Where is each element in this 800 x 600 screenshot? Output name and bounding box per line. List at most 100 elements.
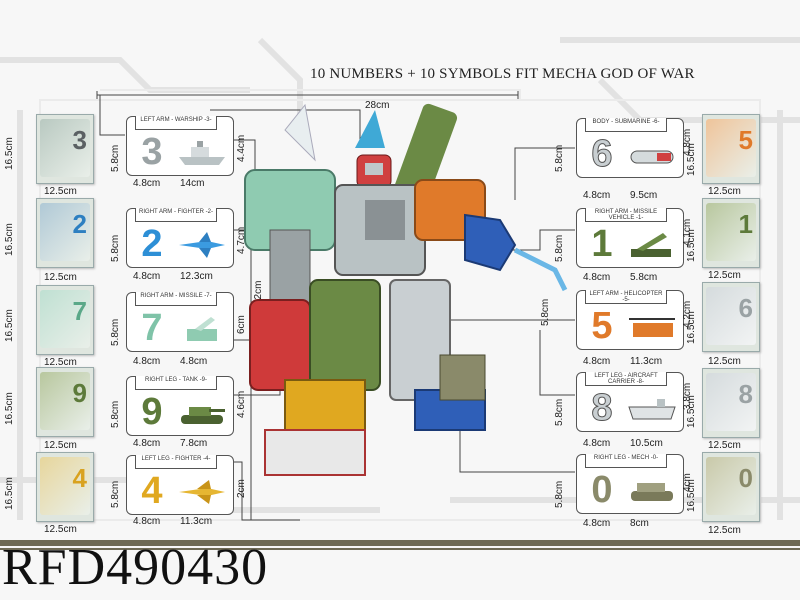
part-label: RIGHT ARM - MISSILE -7- xyxy=(135,292,217,306)
part-label: LEFT ARM - WARSHIP -3- xyxy=(135,116,217,130)
box-art xyxy=(40,203,90,261)
part-card-2: RIGHT ARM - FIGHTER -2- 2 xyxy=(126,208,234,268)
card-height-label: 5.8cm xyxy=(110,144,121,172)
part-digit: 9 xyxy=(141,391,163,433)
vehicle-width-label: 5.8cm xyxy=(630,272,658,283)
vehicle-width-label: 9.5cm xyxy=(630,190,658,201)
box-width-label: 12.5cm xyxy=(44,357,77,368)
submarine-figure xyxy=(630,150,674,164)
robot-right-fist xyxy=(464,213,517,272)
headline: 10 NUMBERS + 10 SYMBOLS FIT MECHA GOD OF… xyxy=(310,66,695,82)
part-card-8: LEFT LEG - AIRCRAFT CARRIER -8- 8 xyxy=(576,372,684,432)
box-art xyxy=(706,457,756,515)
box-height-label: 16.5cm xyxy=(4,477,15,510)
box-height-label: 16.5cm xyxy=(4,223,15,256)
missile-figure xyxy=(187,317,217,341)
robot-left-fist xyxy=(249,299,311,391)
part-label: RIGHT ARM - MISSILE VEHICLE -1- xyxy=(585,208,667,222)
tank-figure xyxy=(181,407,225,424)
box-art xyxy=(706,373,756,431)
aircraft-carrier-figure xyxy=(628,399,676,420)
package-box-2: 2 xyxy=(36,198,94,268)
box-digit: 9 xyxy=(72,378,87,408)
box-art xyxy=(706,119,756,177)
box-height-label: 16.5cm xyxy=(4,137,15,170)
footer-stripe xyxy=(0,540,800,546)
box-width-label: 12.5cm xyxy=(44,186,77,197)
card-height-label: 5.8cm xyxy=(540,298,551,326)
part-label: BODY - SUBMARINE -6- xyxy=(585,118,667,132)
box-width-label: 12.5cm xyxy=(44,272,77,283)
robot-right-knee xyxy=(439,354,486,401)
robot-face xyxy=(365,163,383,175)
box-width-label: 12.5cm xyxy=(44,524,77,535)
part-card-4: LEFT LEG - FIGHTER -4- 4 xyxy=(126,455,234,515)
robot-chest xyxy=(365,200,405,240)
part-label: LEFT LEG - FIGHTER -4- xyxy=(135,455,217,469)
part-card-3: LEFT ARM - WARSHIP -3- 3 xyxy=(126,116,234,176)
box-art xyxy=(40,119,90,177)
robot-missile xyxy=(284,103,316,162)
package-box-0: 0 xyxy=(702,452,760,522)
package-box-8: 8 xyxy=(702,368,760,438)
vehicle-width-label: 8cm xyxy=(630,518,649,529)
part-digit: 7 xyxy=(141,307,163,349)
box-art xyxy=(706,287,756,345)
part-digit: 4 xyxy=(141,470,163,512)
card-width-label: 4.8cm xyxy=(133,516,161,527)
part-label: RIGHT ARM - FIGHTER -2- xyxy=(135,208,217,222)
box-digit: 8 xyxy=(738,379,753,409)
robot-head-fin xyxy=(355,110,385,148)
part-digit: 0 xyxy=(591,469,613,511)
box-width-label: 12.5cm xyxy=(708,186,741,197)
package-box-7: 7 xyxy=(36,285,94,355)
card-width-label: 4.8cm xyxy=(583,190,611,201)
box-art xyxy=(40,290,90,348)
box-art xyxy=(40,372,90,430)
box-height-label: 16.5cm xyxy=(4,392,15,425)
box-height-label: 16.5cm xyxy=(686,311,697,344)
footer-stripe-thin xyxy=(0,548,800,550)
box-height-label: 16.5cm xyxy=(686,479,697,512)
card-height-label: 5.8cm xyxy=(554,144,565,172)
part-card-1: RIGHT ARM - MISSILE VEHICLE -1- 1 xyxy=(576,208,684,268)
part-label: LEFT LEG - AIRCRAFT CARRIER -8- xyxy=(585,372,667,386)
box-width-label: 12.5cm xyxy=(708,270,741,281)
overall-width-label: 28cm xyxy=(365,100,390,111)
part-digit: 6 xyxy=(591,133,613,175)
vehicle-width-label: 14cm xyxy=(180,178,205,189)
mech-figure xyxy=(631,483,673,501)
box-width-label: 12.5cm xyxy=(708,525,741,536)
card-height-label: 5.8cm xyxy=(110,234,121,262)
box-width-label: 12.5cm xyxy=(708,440,741,451)
vehicle-width-label: 4.8cm xyxy=(180,356,208,367)
card-width-label: 4.8cm xyxy=(133,356,161,367)
package-box-9: 9 xyxy=(36,367,94,437)
vehicle-width-label: 7.8cm xyxy=(180,438,208,449)
box-width-label: 12.5cm xyxy=(708,356,741,367)
box-digit: 1 xyxy=(738,209,753,239)
part-digit: 8 xyxy=(591,387,613,429)
vehicle-width-label: 10.5cm xyxy=(630,438,663,449)
box-digit: 4 xyxy=(72,463,87,493)
package-box-3: 3 xyxy=(36,114,94,184)
robot-energy-blast xyxy=(513,247,568,292)
box-height-label: 16.5cm xyxy=(686,143,697,176)
box-digit: 7 xyxy=(72,296,87,326)
box-digit: 6 xyxy=(738,293,753,323)
part-digit: 5 xyxy=(591,305,613,347)
card-height-label: 5.8cm xyxy=(110,318,121,346)
package-box-5: 5 xyxy=(702,114,760,184)
card-width-label: 4.8cm xyxy=(133,438,161,449)
part-label: RIGHT LEG - TANK -9- xyxy=(135,376,217,390)
card-width-label: 4.8cm xyxy=(133,178,161,189)
card-height-label: 5.8cm xyxy=(110,400,121,428)
box-digit: 2 xyxy=(72,209,87,239)
box-height-label: 16.5cm xyxy=(686,395,697,428)
part-label: LEFT ARM - HELICOPTER -5- xyxy=(585,290,667,304)
helicopter-figure xyxy=(629,318,675,337)
box-art xyxy=(40,457,90,515)
card-width-label: 4.8cm xyxy=(583,272,611,283)
product-code: RFD490430 xyxy=(2,539,269,596)
part-card-6: BODY - SUBMARINE -6- 6 xyxy=(576,118,684,178)
